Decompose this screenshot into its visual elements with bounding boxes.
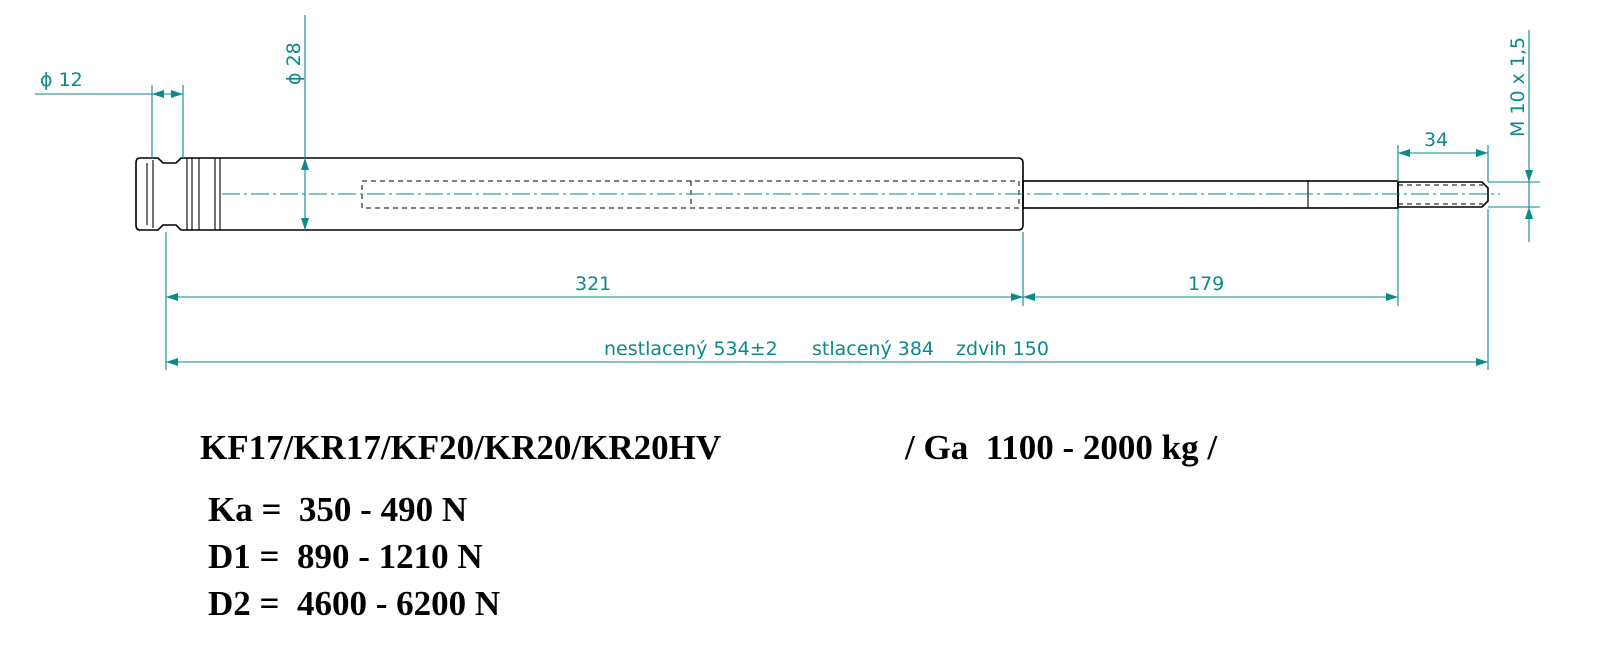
body-diameter-label: ϕ 28 xyxy=(283,42,305,85)
dimension-rod-length: 179 xyxy=(1023,273,1398,301)
dimension-overall-length: nestlacený 534±2 stlacený 384 zdvih 150 xyxy=(166,338,1488,366)
dimension-body-diameter: ϕ 28 xyxy=(283,15,309,230)
thread-spec-label: M 10 x 1,5 xyxy=(1507,37,1529,137)
dimension-thread-length: 34 xyxy=(1397,129,1489,182)
dimension-thread: M 10 x 1,5 xyxy=(1488,30,1540,242)
dimension-end-diameter: ϕ 12 xyxy=(35,69,184,158)
end-diameter-label: ϕ 12 xyxy=(40,69,83,91)
thread-length-label: 34 xyxy=(1424,129,1448,151)
compressed-length-label: stlacený 384 xyxy=(812,338,934,360)
threaded-end xyxy=(1397,181,1489,208)
body-length-label: 321 xyxy=(575,273,611,295)
stroke-length-label: zdvih 150 xyxy=(956,338,1049,360)
cylinder-body xyxy=(135,157,1024,231)
rod-length-label: 179 xyxy=(1188,273,1224,295)
uncompressed-length-label: nestlacený 534±2 xyxy=(604,338,778,360)
dimension-body-length: 321 xyxy=(166,273,1023,301)
